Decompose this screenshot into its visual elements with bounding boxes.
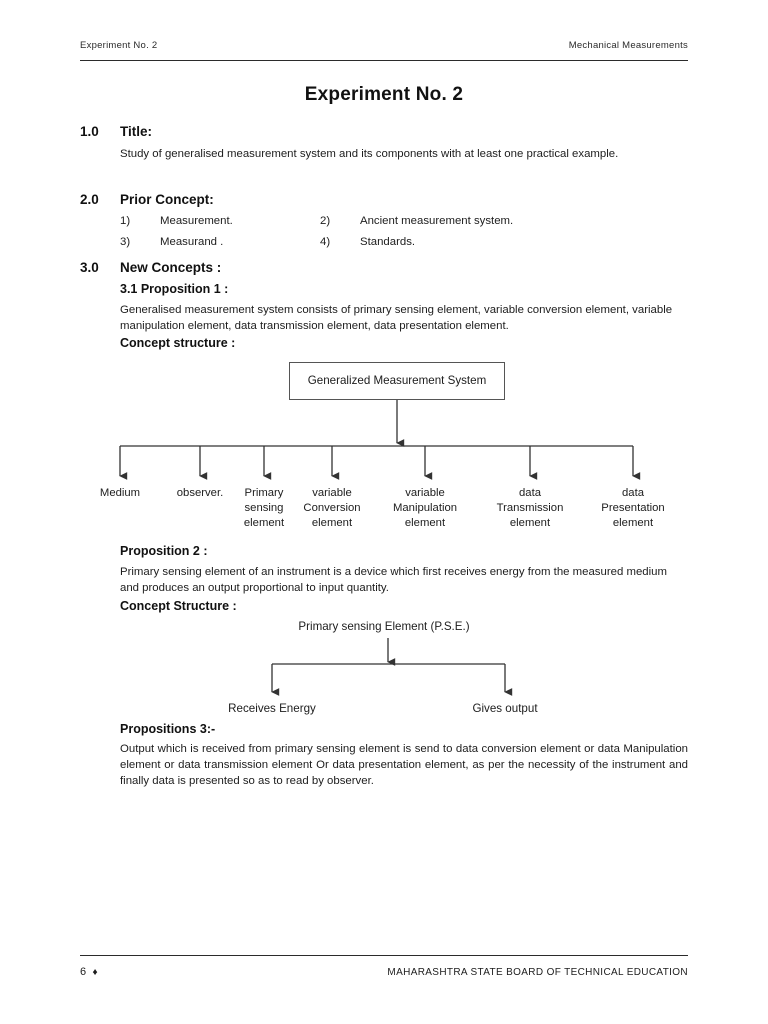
list-marker: 3)	[120, 235, 131, 248]
concept-structure-diagram-1: Generalized Measurement System Medium ob…	[80, 358, 688, 544]
diagram1-leaf-medium: Medium	[99, 487, 141, 499]
list-text: Ancient measurement system.	[360, 215, 514, 227]
section-number-3: 3.0	[80, 260, 99, 275]
diagram2-leaf-gives-output: Gives output	[472, 702, 538, 715]
list-text: Standards.	[360, 235, 416, 248]
proposition-3-body: Output which is received from primary se…	[120, 743, 688, 788]
section-title-1: Title:	[120, 124, 153, 139]
section-title-2: Prior Concept:	[120, 192, 214, 207]
page-footer: 6 ♦ MAHARASHTRA STATE BOARD OF TECHNICAL…	[80, 966, 688, 978]
proposition-2-body: Primary sensing element of an instrument…	[120, 566, 667, 595]
section-heading-title: 1.0 Title:	[80, 124, 688, 139]
section-body-title: Study of generalised measurement system …	[120, 148, 619, 160]
list-item: 1) Measurement. 2) Ancient measurement s…	[120, 211, 688, 232]
section-heading-prior-concept: 2.0 Prior Concept:	[80, 192, 688, 207]
concept-structure-label-1: Concept structure :	[120, 336, 236, 350]
section-title-3: New Concepts :	[120, 260, 222, 275]
prior-concept-list: 1) Measurement. 2) Ancient measurement s…	[120, 211, 688, 252]
concept-structure-diagram-2: Primary sensing Element (P.S.E.) Receive…	[80, 620, 688, 720]
list-marker: 1)	[120, 215, 131, 227]
list-marker: 2)	[320, 215, 331, 227]
diagram2-leaf-receives-energy: Receives Energy	[228, 702, 316, 715]
footer-left: 6 ♦	[80, 966, 98, 978]
diagram1-connectors	[119, 400, 641, 480]
footer-rule	[80, 955, 688, 956]
proposition-3-heading: Propositions 3:-	[120, 722, 216, 736]
running-header-left: Experiment No. 2	[80, 40, 158, 51]
diagram2-root-label: Primary sensing Element (P.S.E.)	[298, 620, 470, 633]
list-text: Measurand .	[160, 235, 224, 248]
section-heading-new-concepts: 3.0 New Concepts :	[80, 260, 688, 275]
proposition-1-heading: 3.1 Proposition 1 :	[120, 282, 229, 296]
proposition-2-heading: Proposition 2 :	[120, 544, 208, 558]
diamond-icon: ♦	[92, 967, 98, 978]
diagram2-connectors	[271, 638, 513, 696]
running-header: Experiment No. 2 Mechanical Measurements	[80, 40, 688, 51]
running-header-right: Mechanical Measurements	[568, 40, 688, 51]
list-text: Measurement.	[160, 215, 233, 227]
list-marker: 4)	[320, 235, 331, 248]
footer-organization: MAHARASHTRA STATE BOARD OF TECHNICAL EDU…	[387, 967, 688, 978]
proposition-1-body: Generalised measurement system consists …	[120, 304, 673, 333]
diagram1-leaf-observer: observer.	[176, 487, 224, 499]
page-number: 6	[80, 966, 87, 978]
page-title: Experiment No. 2	[304, 84, 464, 105]
diagram1-root-box: Generalized Measurement System	[289, 362, 505, 400]
header-rule	[80, 60, 688, 61]
section-number-2: 2.0	[80, 192, 99, 207]
concept-structure-label-2: Concept Structure :	[120, 599, 237, 613]
section-number-1: 1.0	[80, 124, 99, 139]
list-item: 3) Measurand . 4) Standards.	[120, 232, 688, 253]
